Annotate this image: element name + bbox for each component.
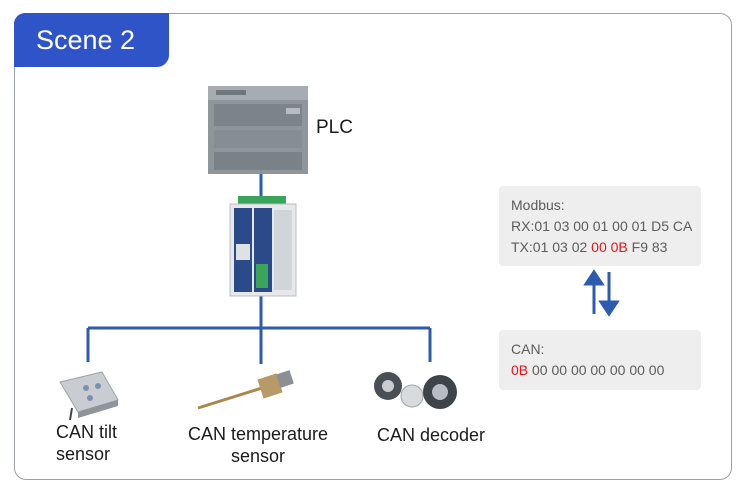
plc-device-image	[208, 86, 308, 174]
can-data: 0B 00 00 00 00 00 00 00	[511, 362, 665, 378]
modbus-rx: RX:01 03 00 01 00 01 D5 CA	[511, 218, 693, 234]
device-label-temperature-sensor: CAN temperature sensor	[187, 424, 329, 466]
connection-lines	[86, 174, 432, 364]
modbus-tx: TX:01 03 02 00 0B F9 83	[511, 239, 668, 255]
can-panel: CAN: 0B 00 00 00 00 00 00 00	[499, 330, 701, 390]
gateway-module-image	[229, 196, 297, 297]
tilt-sensor-image	[59, 371, 119, 421]
temperature-sensor-image	[197, 370, 294, 410]
can-title: CAN:	[511, 341, 545, 357]
data-flow-arrows	[583, 269, 620, 317]
modbus-title: Modbus:	[511, 197, 565, 213]
plc-label: PLC	[316, 117, 353, 138]
scene-frame	[14, 13, 732, 480]
device-label-can-decoder: CAN decoder	[377, 425, 486, 445]
device-label-tilt-sensor: CAN tilt sensor	[56, 422, 118, 464]
can-decoder-image	[374, 372, 457, 409]
modbus-panel: Modbus: RX:01 03 00 01 00 01 D5 CA TX:01…	[499, 186, 701, 266]
scene-tag: Scene 2	[14, 13, 169, 67]
